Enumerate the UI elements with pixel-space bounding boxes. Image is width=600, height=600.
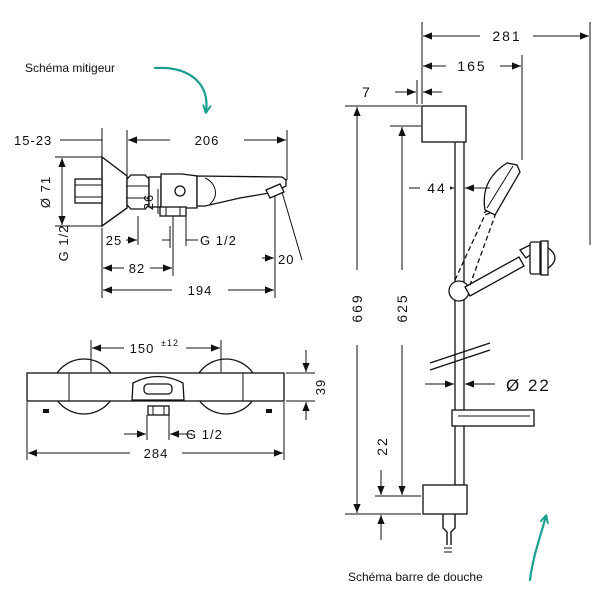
thread-left-label: G 1/2 [56, 225, 71, 262]
thread-bottom-label: G 1/2 [186, 427, 223, 442]
dim-625: 625 [394, 293, 410, 322]
dim-25: 25 [106, 233, 122, 248]
shower-bar-caption: Schéma barre de douche [348, 570, 483, 584]
dim-150: 150 [130, 341, 155, 356]
angle-20: 20 [278, 252, 294, 267]
curved-arrow-icon [528, 516, 546, 582]
mixer-caption: Schéma mitigeur [25, 61, 115, 75]
dim-7: 7 [362, 84, 372, 100]
shower-bar-view: 281 165 7 44 669 625 22 [345, 22, 591, 553]
tolerance-12: ±12 [161, 338, 179, 348]
dim-165: 165 [457, 58, 486, 74]
handshower-head [540, 240, 549, 276]
dim-diameter-22: Ø 22 [506, 376, 551, 395]
dim-26: 26 [141, 194, 156, 210]
dim-194: 194 [188, 283, 213, 298]
thread-right-label: G 1/2 [200, 233, 237, 248]
dim-diameter-71: Ø 71 [38, 176, 53, 208]
bottom-bracket [422, 484, 468, 515]
dim-206: 206 [195, 133, 220, 148]
dim-281: 281 [492, 28, 521, 44]
wall-flange [101, 155, 128, 228]
curved-arrow-icon [153, 66, 207, 112]
mixer-side-view: 15-23 206 Ø 71 26 G 1/2 25 G 1/2 82 [14, 128, 303, 298]
dim-offset: 15-23 [14, 133, 52, 148]
dim-284: 284 [144, 446, 169, 461]
dim-39: 39 [313, 379, 328, 395]
dim-44: 44 [427, 180, 447, 196]
dim-669: 669 [349, 293, 365, 322]
mixer-front-view: 150 ±12 39 G 1/2 284 [26, 338, 328, 461]
thread-connector [74, 178, 103, 204]
handshower-handle [464, 256, 525, 297]
dim-82: 82 [129, 261, 145, 276]
shower-rail [454, 139, 465, 486]
top-bracket [421, 105, 467, 143]
soap-dish [451, 409, 535, 427]
slider-knob [448, 280, 470, 302]
dim-22-bottom: 22 [374, 436, 390, 456]
